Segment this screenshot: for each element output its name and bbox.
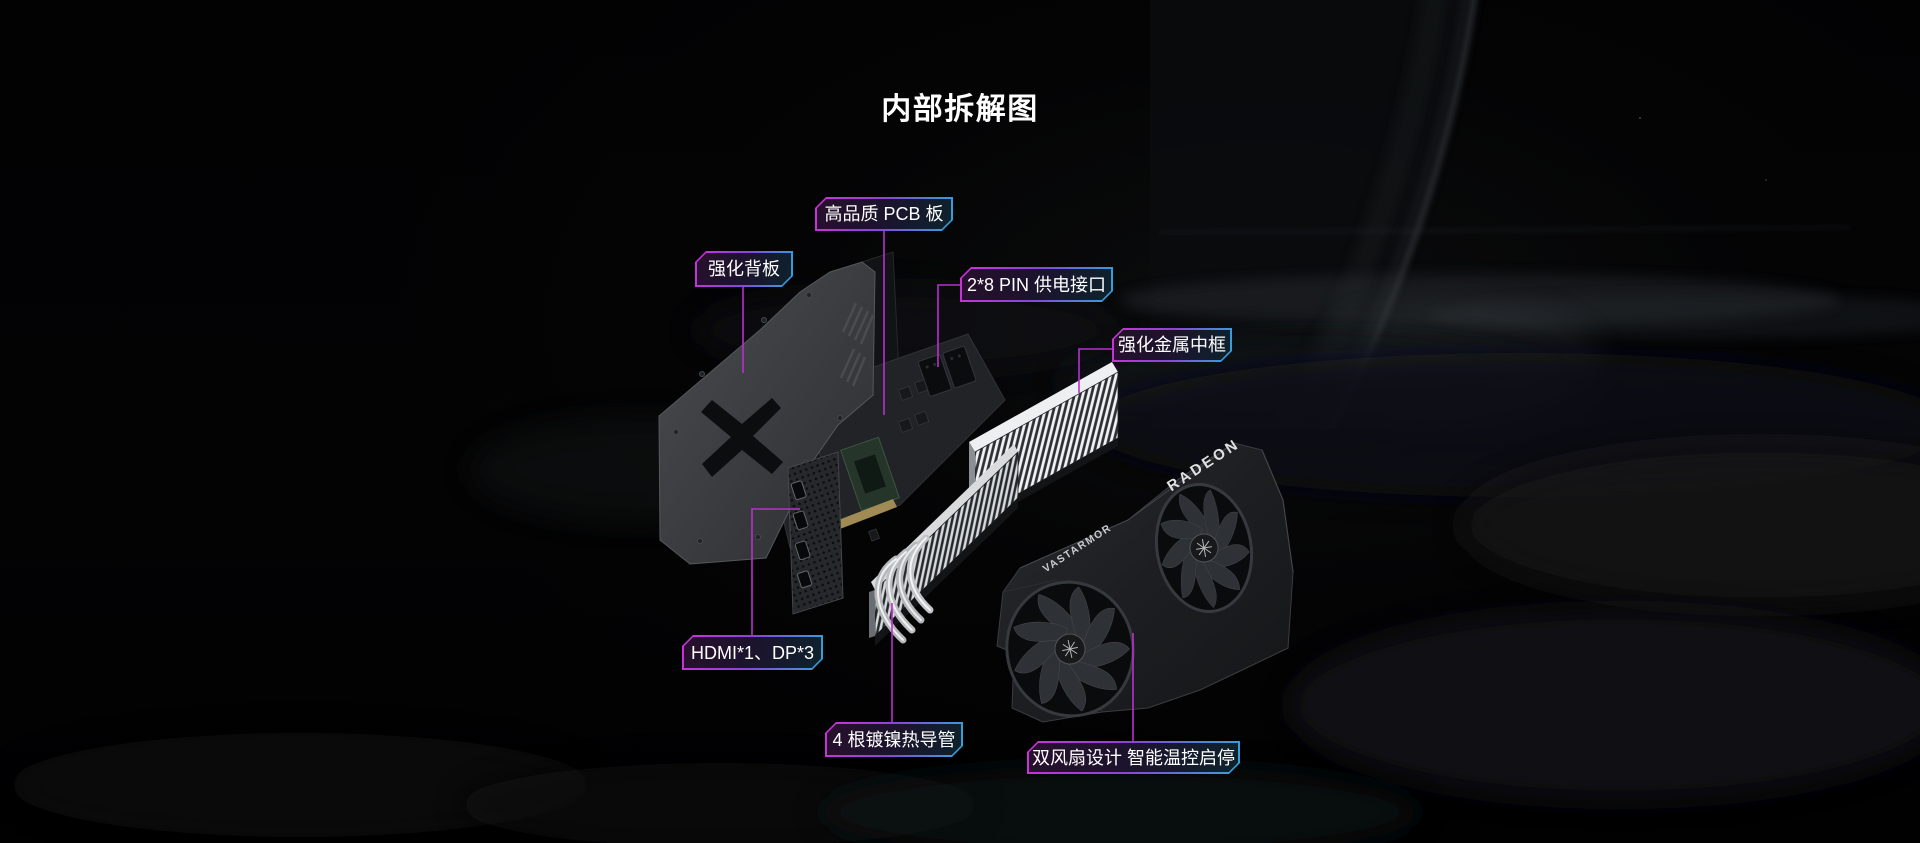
- callout-line-ports: [751, 508, 800, 635]
- callout-ports-label: HDMI*1、DP*3: [690, 642, 815, 663]
- page-title: 内部拆解图: [881, 93, 1039, 126]
- callout-backplate-box: 强化背板: [697, 253, 792, 286]
- callout-heatpipes-box: 4 根镀镍热导管: [827, 724, 962, 756]
- cloud-wisp: [10, 733, 590, 837]
- callout-fans-label: 双风扇设计 智能温控启停: [1032, 747, 1235, 768]
- planet: [1150, 0, 1476, 430]
- fan-hub-emblem: [1196, 539, 1212, 557]
- fan-hub-emblem: [1062, 640, 1078, 658]
- fan-shroud-graphic: RADEON VASTARMOR: [996, 435, 1294, 723]
- pcie-gold-fingers: [828, 499, 897, 532]
- fan-right: [1154, 482, 1254, 614]
- backplate-screws: [673, 291, 844, 545]
- backplate-vents: [839, 302, 875, 387]
- callout-midframe-label: 强化金属中框: [1118, 335, 1226, 355]
- callout-midframe: 强化金属中框: [1112, 328, 1232, 362]
- power-connector: [917, 345, 977, 397]
- heatpipes-graphic: [874, 534, 934, 644]
- star: [1765, 179, 1767, 181]
- gpu-die-core: [854, 454, 886, 494]
- backplate-x-cutout: [701, 398, 783, 477]
- callout-heatpipes-label: 4 根镀镍热导管: [832, 729, 956, 750]
- callout-pcb: 高品质 PCB 板: [815, 197, 953, 231]
- callout-lines: [742, 231, 1134, 741]
- callout-heatpipes: 4 根镀镍热导管: [825, 722, 963, 757]
- callout-line-power: [937, 284, 960, 367]
- callout-backplate: 强化背板: [695, 251, 793, 287]
- callout-fans: 双风扇设计 智能温控启停: [1027, 741, 1240, 774]
- cloud-wisp: [820, 766, 1420, 843]
- io-bracket-graphic: [787, 451, 844, 615]
- backplate-graphic: [658, 261, 876, 565]
- cloud-dark: [1290, 610, 1920, 800]
- callout-pcb-box: 高品质 PCB 板: [817, 199, 952, 230]
- callout-ports: HDMI*1、DP*3: [682, 635, 823, 670]
- callout-power-box: 2*8 PIN 供电接口: [962, 269, 1112, 301]
- callout-line-midframe: [1078, 348, 1112, 393]
- callout-power: 2*8 PIN 供电接口: [960, 267, 1113, 302]
- callout-pcb-label: 高品质 PCB 板: [824, 204, 944, 224]
- callout-ports-box: HDMI*1、DP*3: [684, 637, 822, 669]
- cloud-dark: [1460, 443, 1920, 607]
- star: [1639, 117, 1641, 119]
- callout-backplate-label: 强化背板: [708, 259, 780, 279]
- display-ports: [790, 480, 813, 589]
- callout-fans-box: 双风扇设计 智能温控启停: [1029, 743, 1239, 773]
- fan-left: [1005, 580, 1135, 718]
- callout-power-label: 2*8 PIN 供电接口: [966, 274, 1107, 295]
- callout-midframe-box: 强化金属中框: [1114, 330, 1231, 361]
- horizon-streak: [1159, 226, 1851, 234]
- gpu-exploded-view: RADEON VASTARMOR: [658, 251, 1294, 723]
